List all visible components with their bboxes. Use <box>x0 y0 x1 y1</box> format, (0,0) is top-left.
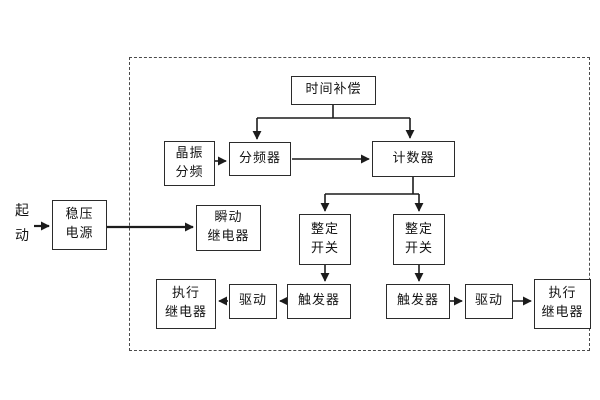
exec-relay-left-label-line1: 执行 <box>171 286 200 302</box>
crystal-osc-label-line2: 分频 <box>175 164 204 180</box>
setting-switch-left-box: 整定 开关 <box>299 214 351 265</box>
trigger-right-label: 触发器 <box>396 293 439 309</box>
start-label-line2: 动 <box>15 228 29 245</box>
frequency-divider-label: 分频器 <box>238 150 281 166</box>
trigger-left-label: 触发器 <box>297 293 340 309</box>
trigger-right-box: 触发器 <box>386 284 450 319</box>
setting-switch-right-label-line1: 整定 <box>404 221 433 237</box>
power-supply-label-line1: 稳压 <box>65 207 94 223</box>
drive-right-label: 驱动 <box>474 293 503 309</box>
time-compensation-label: 时间补偿 <box>305 82 362 98</box>
setting-switch-right-box: 整定 开关 <box>393 214 445 265</box>
exec-relay-right-label-line1: 执行 <box>548 286 577 302</box>
time-compensation-box: 时间补偿 <box>291 76 376 105</box>
exec-relay-left-box: 执行 继电器 <box>156 279 216 329</box>
instant-relay-box: 瞬动 继电器 <box>196 205 261 251</box>
trigger-left-box: 触发器 <box>287 284 351 319</box>
dashed-boundary <box>129 57 590 351</box>
setting-switch-left-label-line2: 开关 <box>310 240 339 256</box>
setting-switch-right-label-line2: 开关 <box>404 240 433 256</box>
exec-relay-right-box: 执行 继电器 <box>534 279 591 329</box>
instant-relay-label-line2: 继电器 <box>207 229 250 244</box>
crystal-osc-box: 晶振 分频 <box>164 141 215 186</box>
drive-left-box: 驱动 <box>229 284 277 319</box>
start-label: 起 动 <box>9 199 35 249</box>
drive-left-label: 驱动 <box>238 293 267 309</box>
counter-box: 计数器 <box>372 141 455 177</box>
counter-label: 计数器 <box>392 150 435 166</box>
power-supply-box: 稳压 电源 <box>52 200 107 250</box>
frequency-divider-box: 分频器 <box>229 142 291 176</box>
start-label-line1: 起 <box>15 203 29 219</box>
crystal-osc-label-line1: 晶振 <box>175 145 204 161</box>
setting-switch-left-label-line1: 整定 <box>310 221 339 237</box>
drive-right-box: 驱动 <box>465 284 513 319</box>
exec-relay-left-label-line2: 继电器 <box>164 305 207 320</box>
instant-relay-label-line1: 瞬动 <box>214 210 243 226</box>
exec-relay-right-label-line2: 继电器 <box>541 305 584 320</box>
power-supply-label-line2: 电源 <box>65 226 94 241</box>
